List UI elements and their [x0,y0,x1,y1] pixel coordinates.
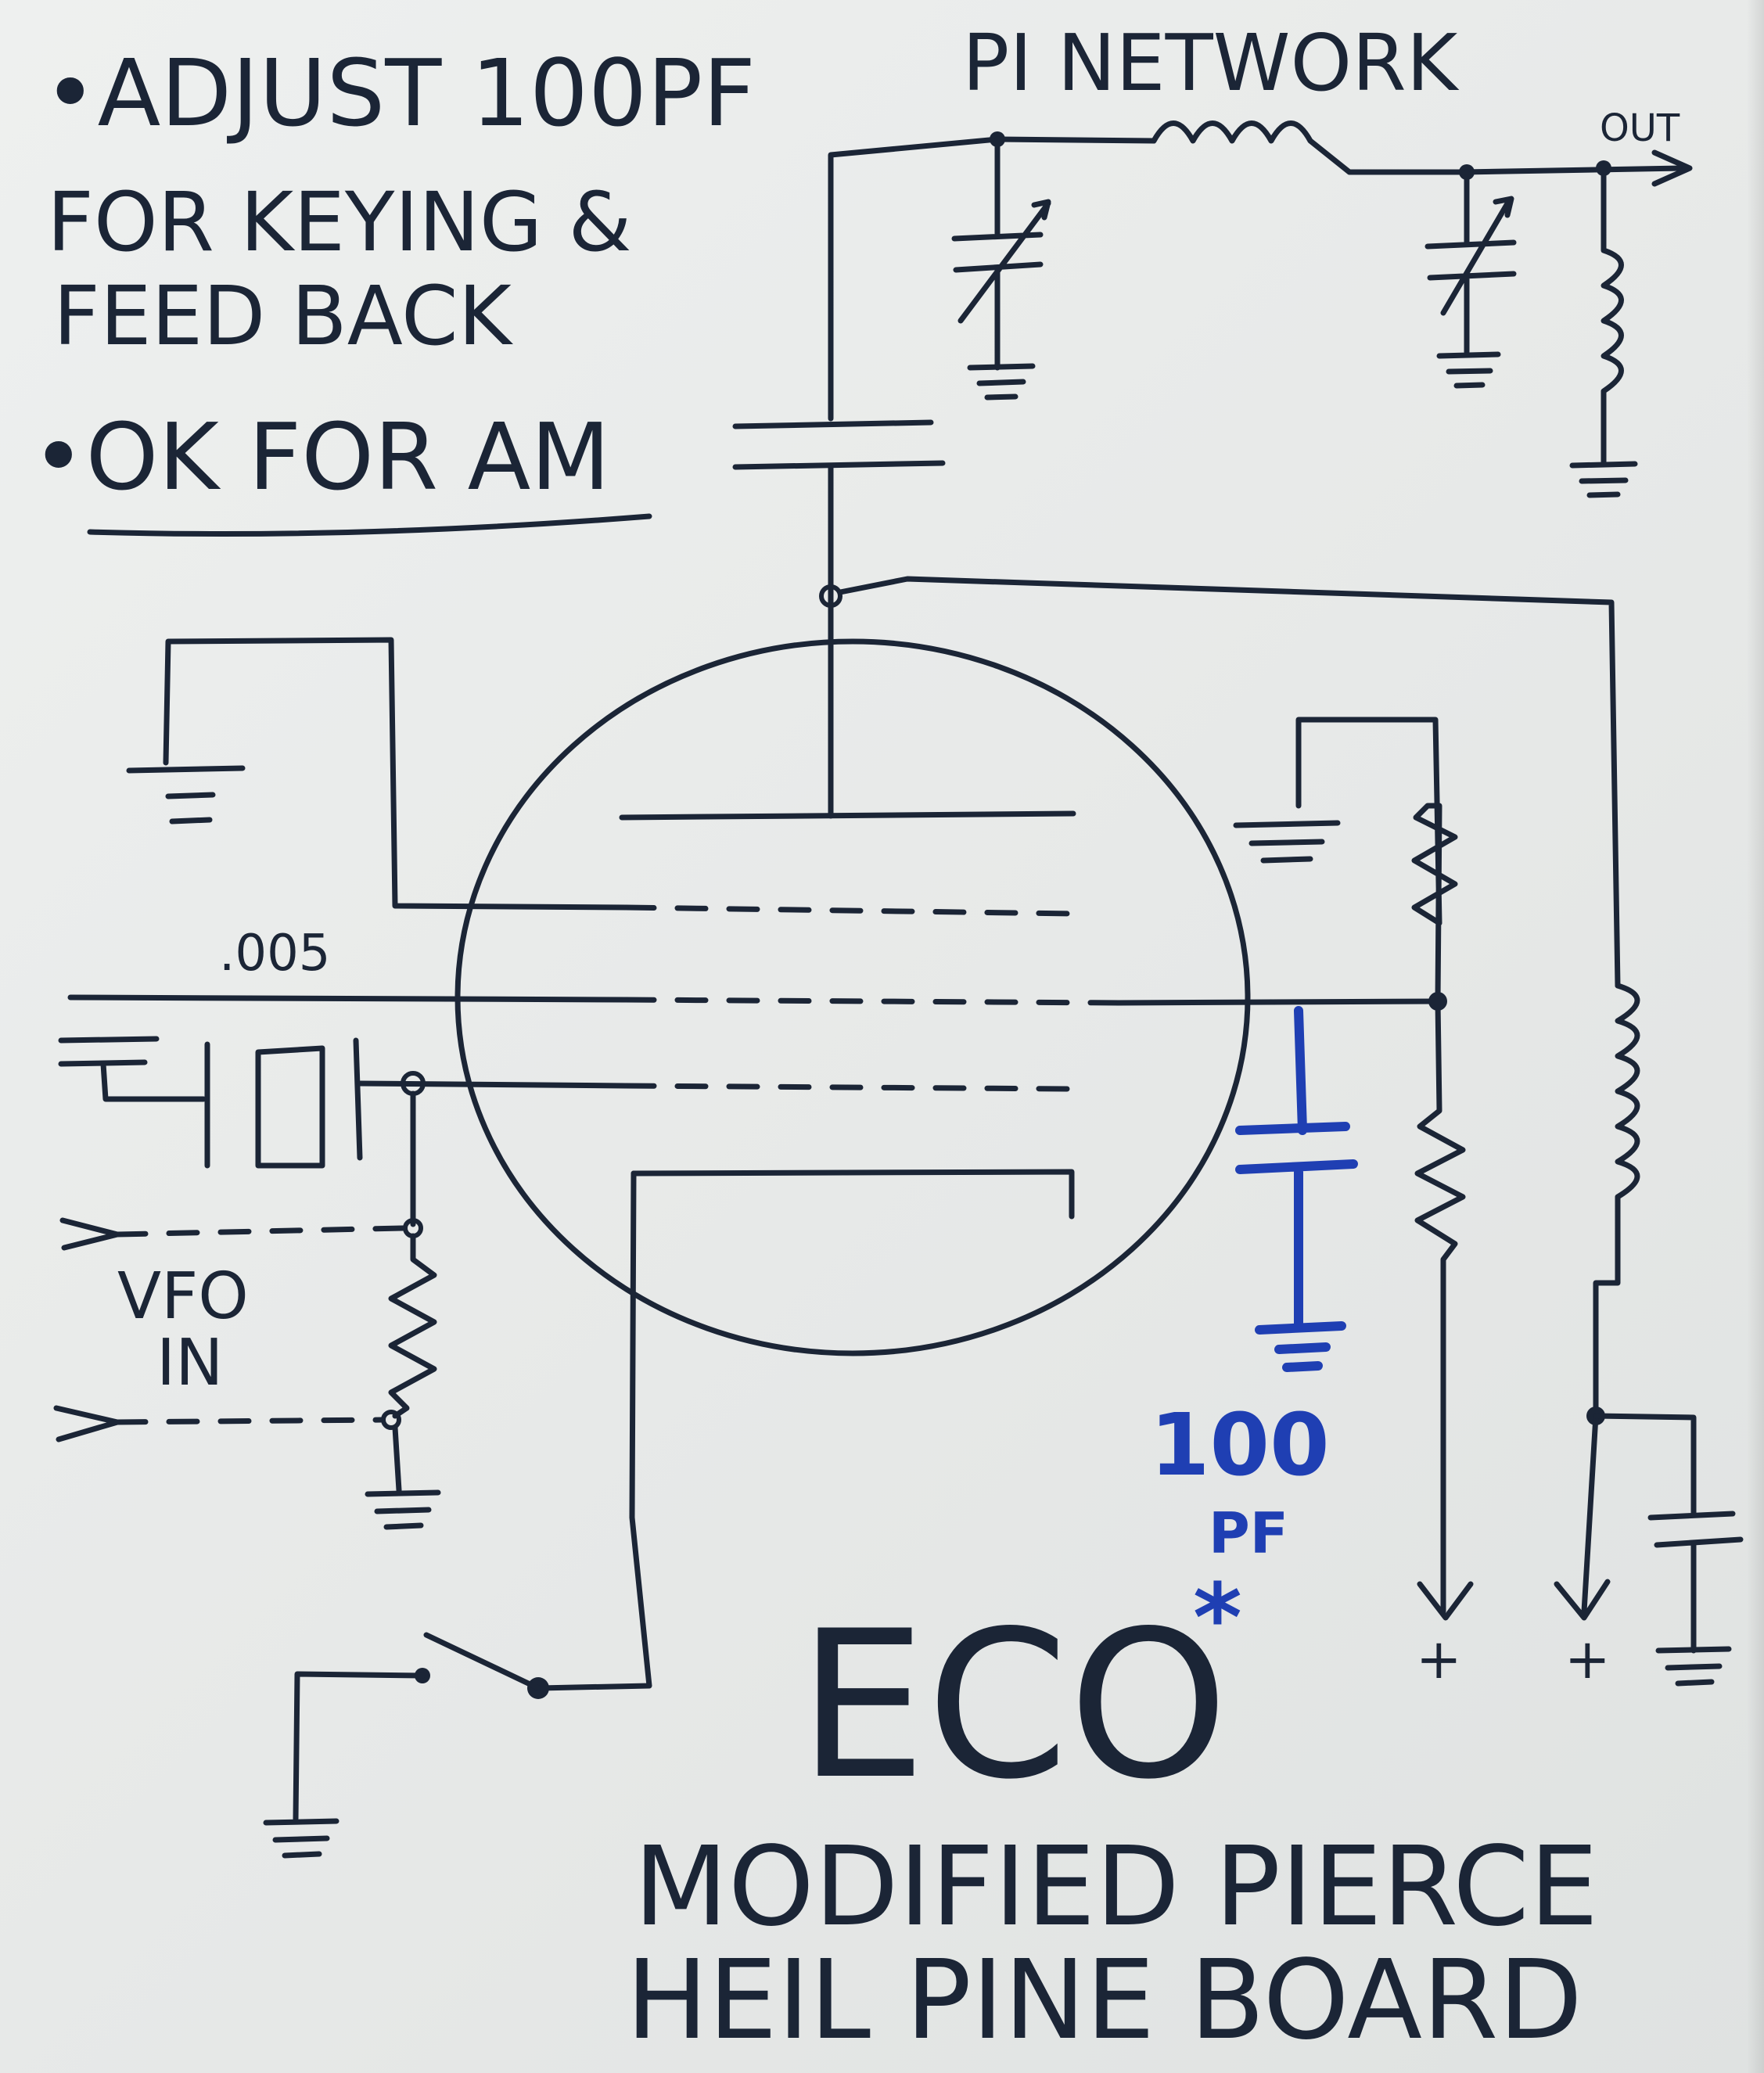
output-wire [1460,165,1685,175]
grid-leak-resistor [388,1233,437,1419]
screen-grid-wire [67,994,629,1003]
cap-005-label: .005 [219,925,331,983]
tube-control-grid [623,1083,1075,1092]
vfo-lead-top [114,1225,406,1238]
plate-feed-wire [837,576,1621,989]
tube-plate [619,810,1076,821]
tube-screen-grid [623,997,1122,1006]
title-line1: MODIFIED PIERCE [634,1823,1598,1951]
vfo-lead-bottom [114,1417,385,1425]
suppressor-ground [126,765,246,825]
bypass-ground [1655,1646,1732,1687]
key-ground [263,1818,340,1859]
title-eco: ECO [798,1588,1228,1824]
note-ok-am: •OK FOR AM [31,403,610,511]
screen-plus-label: + [1416,1627,1462,1691]
output-arrow [1651,149,1693,187]
grid-ground-wire [392,1425,402,1493]
screen-grid-feed-wire [1116,998,1441,1006]
plate-to-pi-wire [828,136,1001,422]
title-line2: HEIL PINE BOARD [626,1937,1583,2064]
key-ground-wire [293,1671,426,1822]
screen-resistor-lower [1414,998,1474,1621]
output-coil-ground [1569,461,1638,498]
key-lever [423,1632,541,1691]
plate-plus-label: + [1565,1627,1611,1691]
note-underline [87,513,652,537]
pi-cap1-ground [967,363,1036,401]
note-keying: FOR KEYING & [47,174,632,270]
screen-bypass-capacitor [58,1036,207,1102]
vfo-junction-bottom [381,1410,401,1430]
grid-ground [365,1489,441,1530]
note-adjust: •ADJUST 100PF [43,39,756,147]
feedback-capacitor-100pf [1235,1006,1358,1372]
out-label: OUT [1600,106,1680,150]
crystal [204,1037,363,1169]
pi-cap2-ground [1436,351,1501,389]
tube-suppressor-grid [623,904,1075,917]
pi-network-label: PI NETWORK [962,17,1460,109]
note-feedback: FEED BACK [53,268,514,364]
pi-load-capacitor [1424,169,1517,355]
cap-100-label: 100 [1150,1395,1330,1495]
cathode-wire [537,1170,652,1691]
pf-label: PF [1209,1500,1288,1566]
vfo-label: VFO [117,1259,249,1334]
suppressor-ground-wire [163,637,629,911]
plate-supply-arrow [1554,1413,1611,1621]
screen-ground [1233,820,1341,864]
output-rf-choke [1601,165,1624,465]
pi-tune-capacitor [951,136,1051,371]
plate-bypass-capacitor [1593,1413,1744,1654]
grid-wire [357,1080,629,1089]
asterisk-mark: * [1193,1565,1242,1673]
screen-resistor-upper [1295,717,1458,1004]
vfo-terminals [53,1217,120,1442]
in-label: IN [156,1326,224,1400]
pi-coil [994,120,1466,175]
plate-rf-choke [1593,983,1640,1419]
plate-blocking-capacitor [732,419,946,470]
tube-cathode [631,1169,1075,1220]
